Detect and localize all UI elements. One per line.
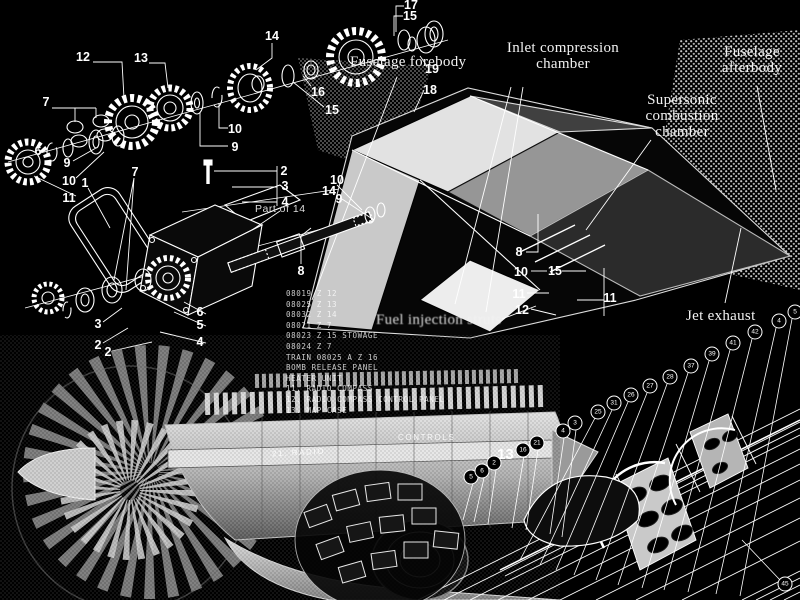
fuel-injection-struts — [519, 224, 606, 273]
legend-line: 12. RADIO COMPASS CONTROL PANEL — [286, 394, 445, 404]
legend-line: 08024 Z 7 — [286, 341, 333, 351]
legend-line: TRAIN 08025 A Z 16 — [286, 352, 379, 362]
legend-line: 08025 Z 13 — [286, 299, 338, 309]
legend-line: 11. RADIO COMPASS — [286, 384, 373, 394]
gear-train-exploded-view — [4, 20, 444, 186]
legend-line: 08021 Z 7 — [286, 320, 333, 330]
legend-line: 08019 Z 12 — [286, 289, 338, 298]
label-jet-exhaust: Jet exhaust — [686, 308, 756, 324]
frame-with-lightening-holes — [611, 413, 749, 571]
drum-part — [416, 20, 444, 54]
big-callout-13: 13 — [497, 446, 514, 463]
label-line: chamber — [536, 56, 590, 72]
cutaway-leader-lines — [462, 318, 793, 597]
controls-overlay-note: CONTROLS — [398, 433, 456, 442]
label-fuel-injection-struts: Fuel injection struts — [376, 312, 502, 328]
legend-line: 08032 Z 14 — [286, 310, 338, 320]
label-line: combustion — [645, 108, 719, 124]
legend-line: HEATER UNIT — [286, 373, 343, 383]
label-leader-lines — [311, 76, 777, 320]
label-fuselage-afterbody: Fuselage afterbody — [706, 44, 798, 76]
label-line: Fuselage — [724, 44, 780, 60]
fuselage-cutaway — [294, 318, 800, 600]
corner-hatching — [741, 570, 800, 600]
label-line: Supersonic — [647, 92, 717, 108]
legend-line: BOMB RELEASE PANEL — [286, 363, 379, 373]
label-line: afterbody — [721, 60, 783, 76]
label-supersonic-combustion-chamber: Supersonic combustion chamber — [627, 92, 737, 140]
gearbox-exploded-view — [31, 159, 386, 319]
scramjet-diagram — [302, 87, 792, 339]
label-inlet-compression-chamber: Inlet compression chamber — [498, 40, 628, 72]
label-line: chamber — [655, 124, 709, 140]
label-line: Inlet compression — [506, 40, 620, 56]
legend-line: 13. MAP CASE — [286, 405, 348, 415]
cockpit-instrument-dome — [294, 469, 466, 600]
part-of-14-note: Part of 14 — [255, 203, 306, 215]
turbofan-cutaway — [0, 335, 599, 600]
label-fuselage-forebody: Fuselage forebody — [350, 54, 467, 70]
spline-shaft — [227, 210, 374, 274]
callout-bracket-lines — [33, 5, 605, 352]
legend-line: 08023 Z 15 STOWAGE — [286, 331, 379, 341]
